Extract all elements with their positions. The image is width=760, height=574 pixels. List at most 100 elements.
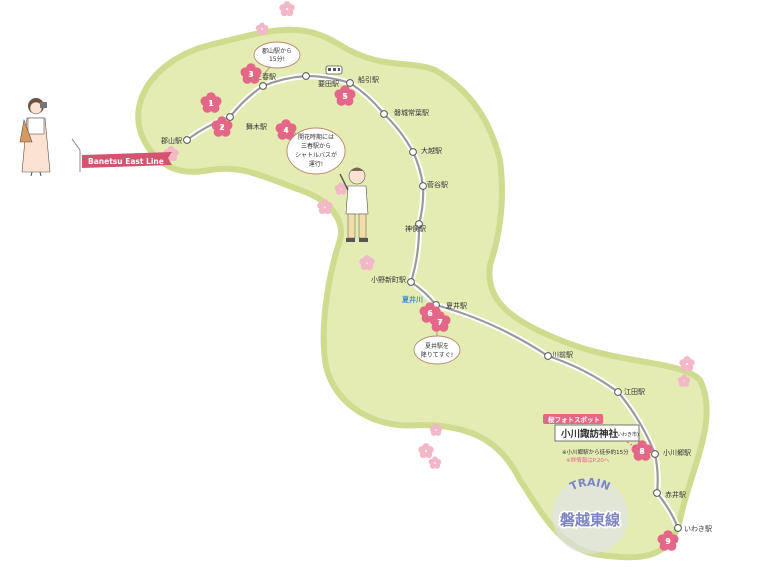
sakura-spot-2: 2 [211,116,233,137]
sakura-spot-9: 9 [657,530,679,551]
callout-line-2: 15分! [269,55,285,63]
sakura-spot-number: 1 [208,99,214,108]
sakura-spot-6: 6 [419,302,441,323]
shrine-name: 小川諏訪神社 [560,428,619,440]
station-label: 江田駅 [624,388,645,396]
station-miharu: 三春駅 [255,72,276,90]
station-label: 神俣駅 [405,224,426,233]
sakura-spot-number: 3 [248,70,254,79]
sakura-spot-number: 9 [665,537,671,546]
station-label: 大越駅 [421,146,442,155]
station-marker-icon [407,278,415,286]
station-marker-icon [651,450,659,458]
line-banner: Banetsu East Line [71,138,172,172]
station-marker-icon [419,182,427,190]
spots-layer: 1 2 3 4 5 67 8 9 [200,63,679,551]
station-kanameta: 要田駅 [302,72,339,88]
river-label: 夏井川 [401,295,423,304]
railway-line [186,74,680,529]
sakura-spot-number: 8 [639,447,645,456]
station-marker-icon [346,79,354,87]
station-label: 菅谷駅 [427,180,448,189]
station-marker-icon [302,72,310,80]
sakura-spot-7: 7 [429,311,451,332]
cherry-blossom-icon [679,356,695,372]
station-marker-icon [544,352,552,360]
cherry-blossom-icon [428,456,442,469]
callout-line-2: 降りてすぐ! [421,351,453,359]
station-label: 要田駅 [318,80,339,88]
station-ononiimachi: 小野新町駅 [371,275,415,286]
station-ogawago: 小川郷駅 [651,448,691,458]
man-pointing-figure [339,167,369,242]
station-label: 小川郷駅 [663,448,691,457]
sakura-spot-number: 5 [342,92,348,101]
callout-natsui: 夏井駅を 降りてすぐ! [413,328,461,365]
station-marker-icon [415,220,423,228]
station-marker-icon [183,136,191,144]
sakura-spot-1: 1 [200,92,222,113]
station-label: 小野新町駅 [371,275,406,284]
cherry-blossom-icon [255,22,269,35]
callout-line-1: 郡山駅から [262,47,292,55]
station-funehiki: 船引駅 [346,75,379,87]
station-label: 川前駅 [552,350,573,359]
station-label: 夏井駅 [446,301,467,310]
station-marker-icon [380,110,388,118]
station-eda: 江田駅 [614,388,645,396]
station-label: 郡山駅 [161,136,182,145]
station-label: 赤井駅 [665,490,686,499]
sakura-spot-5: 5 [334,85,356,106]
logo-title: 磐越東線 [559,511,620,529]
sakura-spot-number: 6 [427,309,433,318]
callout-koriyama-15min: 郡山駅から 15分! [253,41,301,75]
logo-title-outline: 磐越東線 [559,511,620,529]
sakura-spot-3: 3 [240,63,262,84]
cherry-blossom-icon [418,443,434,459]
callout-line-4: 運行! [309,160,323,168]
shrine-area: (いわき市) [615,431,639,438]
callout-line-1: 開花時期には [298,133,334,141]
station-marker-icon [409,148,417,156]
station-kamimata: 神俣駅 [405,220,426,233]
line-logo: TRAIN 磐越東線 磐越東線 [552,476,628,554]
callout-shuttle: 開花時期には 三春駅から シャトルバスが 運行! [286,127,346,175]
station-maigi: 舞木駅 [226,113,267,131]
station-marker-icon [614,388,622,396]
station-iwaki-tokiwa: 磐城常葉駅 [380,108,429,118]
cherry-blossom-icon [279,1,295,17]
station-iwaki: いわき駅 [674,524,712,533]
sakura-spot-4: 4 [275,119,297,140]
shrine-note-1: ※小川郷駅から徒歩約15分 [562,448,629,456]
sakura-spot-8: 8 [631,440,653,461]
line-banner-text: Banetsu East Line [88,157,164,166]
station-kawamae: 川前駅 [544,350,573,360]
callout-line-3: シャトルバスが [295,151,337,159]
sakura-spot-number: 4 [283,126,289,135]
woman-with-camera-figure [19,98,51,177]
station-ogoe: 大越駅 [409,146,442,156]
station-marker-icon [674,524,682,532]
callout-line-1: 夏井駅を [425,342,449,350]
station-marker-icon [653,489,661,497]
station-label: 船引駅 [358,75,379,84]
station-marker-icon [226,113,234,121]
shrine-note-2: ※詳情報はP.20へ [566,456,610,464]
station-marker-icon [259,82,267,90]
train-icon [325,65,343,75]
callout-line-2: 三春駅から [301,142,331,150]
logo-arc-text: TRAIN [568,476,612,494]
station-label: 舞木駅 [246,122,267,131]
sakura-spot-number: 2 [219,123,225,132]
shrine-tag: 桜フォトスポット [548,415,600,424]
shrine-info-box: 桜フォトスポット 小川諏訪神社 (いわき市) ※小川郷駅から徒歩約15分 ※詳情… [543,414,641,464]
station-label: 磐城常葉駅 [394,108,429,117]
sakura-spot-number: 7 [437,318,443,327]
station-label: 三春駅 [255,72,276,81]
station-sugaya: 菅谷駅 [419,180,448,190]
station-akai: 赤井駅 [653,489,686,499]
station-koriyama: 郡山駅 [161,136,191,145]
